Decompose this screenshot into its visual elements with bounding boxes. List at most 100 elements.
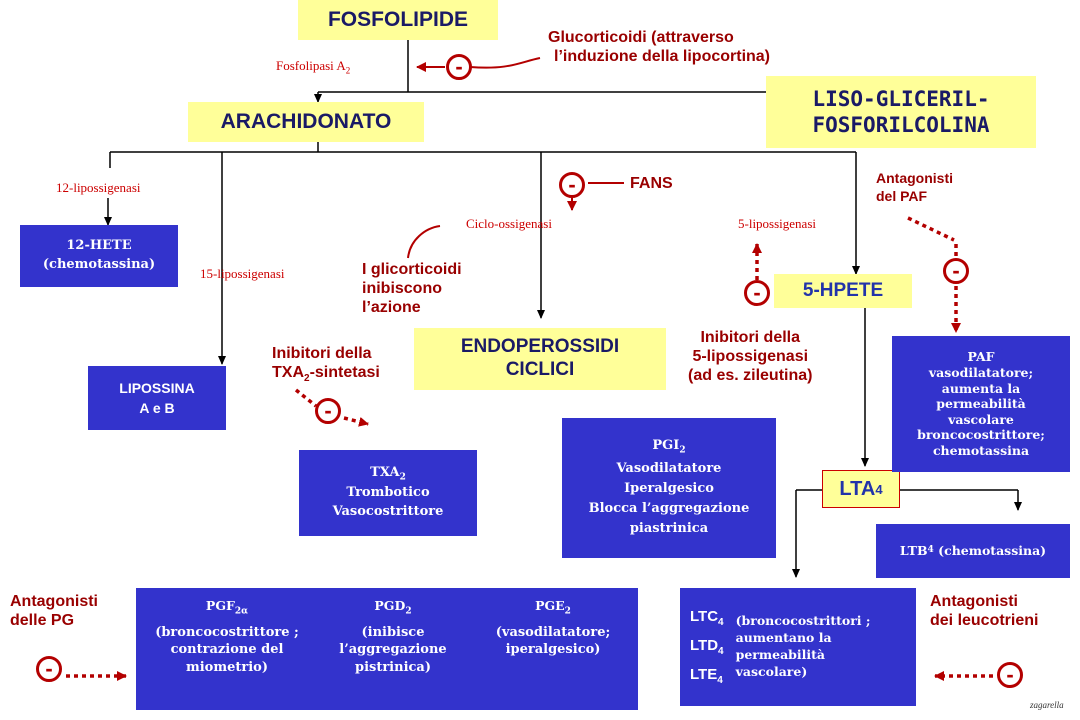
product-pge2-sub: 2 (564, 606, 571, 617)
product-pge2-title: PGE2 (473, 598, 633, 618)
minus-cox-icon: - (559, 172, 585, 198)
antagonist-lt-line1: Antagonisti (930, 593, 1018, 610)
node-arachidonato-label: ARACHIDONATO (220, 110, 392, 133)
inhibitor-txa2-line2: TXA2-sintetasi (272, 363, 380, 385)
node-fosfolipide: FOSFOLIPIDE (298, 0, 498, 40)
product-paf-line1: PAF (967, 349, 995, 365)
node-arachidonato: ARACHIDONATO (188, 102, 424, 142)
product-lipossina: LIPOSSINA A e B (88, 366, 226, 430)
node-endoperossidi-ciclici: ENDOPEROSSIDI CICLICI (414, 328, 666, 390)
antagonist-paf-line2: del PAF (876, 187, 928, 204)
product-ltb4-name: LTB (899, 542, 928, 558)
product-pgd2-desc: (inibisce l’aggregazione pistrinica) (339, 624, 447, 675)
inhibitor-glucorticoidi: Glucorticoidi (attraverso l’induzione de… (548, 28, 770, 66)
inhibitor-txa2-sub: 2 (304, 373, 310, 385)
enzyme-5-lipossigenasi: 5-lipossigenasi (738, 216, 816, 231)
product-lte4-name: LTE (690, 665, 718, 683)
product-pgf2a: PGF2α (broncocostrittore ; contrazione d… (141, 598, 313, 676)
product-lipossina-line1: LIPOSSINA (119, 379, 195, 396)
antagonist-pg-line2: delle PG (10, 612, 75, 630)
product-lte4-sub: 4 (717, 674, 723, 686)
minus-lt-icon: - (997, 662, 1023, 688)
node-5-hpete-label: 5-HPETE (802, 280, 884, 301)
antagonist-paf: Antagonisti del PAF (876, 170, 953, 205)
product-pgf2a-name: PGF (205, 598, 235, 613)
minus-paf-icon: - (943, 258, 969, 284)
product-paf-line6: broncocostrittore; (917, 427, 1045, 443)
product-pgi2-title: PGI2 (652, 436, 685, 459)
product-ltd4-name: LTD (690, 636, 719, 654)
product-pgi2: PGI2 Vasodilatatore Iperalgesico Blocca … (562, 418, 776, 558)
product-pgd2: PGD2 (inibisce l’aggregazione pistrinica… (323, 598, 463, 676)
inhibitor-glicorticoidi-line2: inibiscono (362, 280, 442, 298)
product-pgd2-name: PGD (374, 598, 406, 613)
enzyme-fosfolipasi-label: Fosfolipasi A (276, 58, 346, 73)
product-ltb4-sub: 4 (927, 545, 934, 556)
minus-fosfolipasi-icon: - (446, 54, 472, 80)
product-pgi2-line2: Vasodilatatore (616, 460, 722, 476)
product-ltc4-sub: 4 (718, 616, 724, 628)
inhibitor-glicorticoidi: I glicorticoidi inibiscono l’azione (362, 260, 462, 318)
product-pg-panel: PGF2α (broncocostrittore ; contrazione d… (136, 588, 638, 710)
node-lta4-sub: 4 (875, 481, 883, 497)
product-ltb4-desc: (chemotassina) (933, 542, 1047, 558)
inhibitor-fans: FANS (630, 175, 673, 192)
inhibitor-5-lipox-line2: 5-lipossigenasi (692, 348, 809, 366)
product-txa2-sub: 2 (399, 472, 406, 483)
product-ltd4: LTD4 (690, 636, 724, 657)
product-pgi2-line3: Iperalgesico (624, 481, 714, 497)
node-liso-line2: FOSFORILCOLINA (812, 113, 990, 137)
node-liso-gliceril-fosforilcolina: LISO-GLICERIL- FOSFORILCOLINA (766, 76, 1036, 148)
product-paf-line7: chemotassina (932, 443, 1030, 459)
antagonist-leucotrieni: Antagonisti dei leucotrieni (930, 592, 1038, 630)
product-lipossina-line2: A e B (139, 400, 175, 416)
node-endoperossidi-line1: ENDOPEROSSIDI (460, 336, 620, 358)
inhibitor-5-lipox-line3: (ad es. zileutina) (688, 367, 813, 385)
inhibitor-glucorticoidi-line2: l’induzione della lipocortina) (554, 48, 771, 66)
node-fosfolipide-label: FOSFOLIPIDE (327, 8, 468, 31)
product-pgi2-line4: Blocca l’aggregazione (588, 501, 750, 517)
product-pgd2-sub: 2 (405, 606, 412, 617)
product-paf-line2: vasodilatatore; (928, 364, 1034, 380)
product-pgi2-line5: piastrinica (629, 521, 709, 537)
enzyme-fosfolipasi-sub: 2 (345, 65, 351, 76)
product-txa2-line2: Trombotico (346, 485, 430, 501)
product-txa2-title: TXA2 (370, 464, 406, 485)
minus-5-lipox-icon: - (744, 280, 770, 306)
product-lt-desc: (broncocostrittori ; aumentano la permea… (735, 613, 871, 679)
product-12-hete-line1: 12-HETE (66, 238, 132, 254)
product-ltd4-sub: 4 (718, 645, 724, 657)
product-ltc4-name: LTC (690, 607, 719, 625)
product-pgf2a-sub: 2α (234, 606, 249, 617)
antagonist-pg: Antagonisti delle PG (10, 592, 98, 630)
product-12-hete: 12-HETE (chemotassina) (20, 225, 178, 287)
product-pge2-name: PGE (535, 598, 565, 613)
product-paf-line4: permeabilità (936, 396, 1026, 412)
product-pgi2-sub: 2 (679, 446, 686, 457)
enzyme-fosfolipasi: Fosfolipasi A2 (276, 58, 350, 76)
product-pge2: PGE2 (vasodilatatore; iperalgesico) (473, 598, 633, 659)
node-lta4-label: LTA (839, 477, 876, 500)
antagonist-paf-line1: Antagonisti (876, 170, 953, 186)
node-endoperossidi-line2: CICLICI (505, 359, 575, 380)
product-pge2-desc: (vasodilatatore; iperalgesico) (495, 624, 611, 658)
inhibitor-glicorticoidi-line1: I glicorticoidi (362, 261, 462, 278)
minus-pg-icon: - (36, 656, 62, 682)
product-pgf2a-desc: (broncocostrittore ; contrazione del mio… (155, 624, 299, 675)
node-5-hpete: 5-HPETE (774, 274, 912, 308)
minus-txa2-icon: - (315, 398, 341, 424)
inhibitor-glicorticoidi-line3: l’azione (362, 299, 421, 317)
product-txa2-name: TXA (370, 464, 400, 480)
product-paf-line5: vascolare (948, 411, 1014, 427)
node-liso-line1: LISO-GLICERIL- (812, 86, 990, 111)
product-txa2-line3: Vasocostrittore (332, 504, 444, 520)
product-12-hete-line2: (chemotassina) (42, 257, 156, 272)
enzyme-12-lipossigenasi: 12-lipossigenasi (56, 180, 141, 195)
inhibitor-txa2-name: TXA (272, 364, 304, 382)
product-paf-line3: aumenta la (941, 380, 1021, 396)
product-lt-names: LTC4 LTD4 LTE4 (690, 607, 724, 686)
inhibitor-glucorticoidi-line1: Glucorticoidi (attraverso (548, 29, 734, 46)
enzyme-ciclo-ossigenasi: Ciclo-ossigenasi (466, 216, 552, 231)
